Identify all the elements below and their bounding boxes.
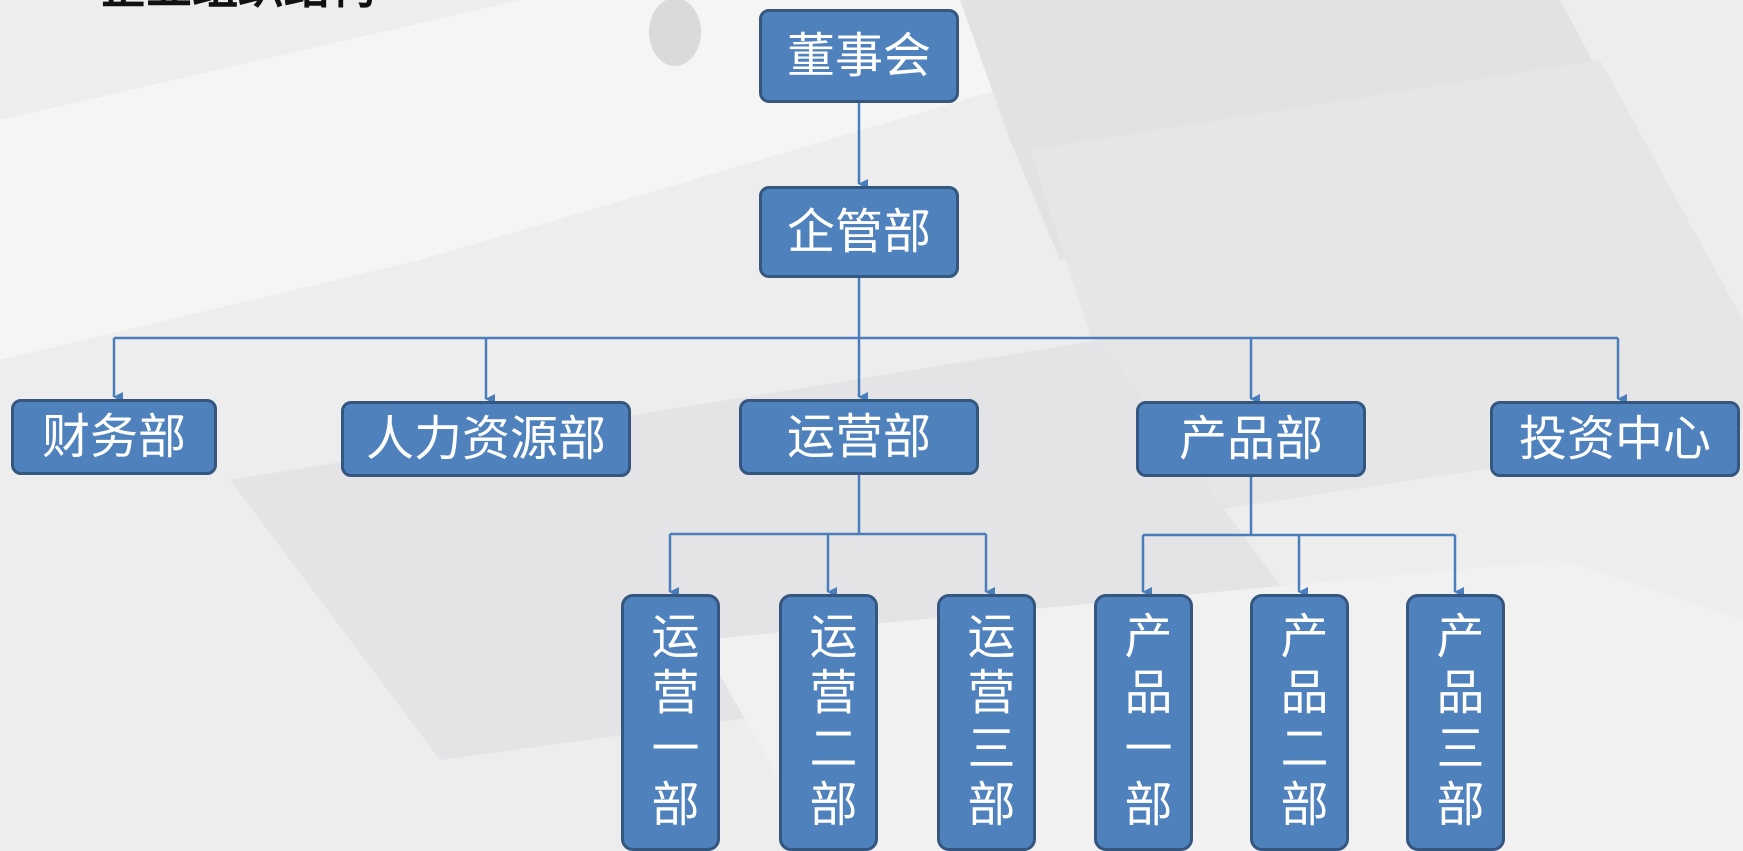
node-prod3: 产品三部 [1406,594,1505,851]
node-product: 产品部 [1136,401,1366,477]
node-board: 董事会 [759,9,959,103]
node-ops1: 运营一部 [621,594,720,851]
node-operations: 运营部 [739,399,979,475]
node-prod1: 产品一部 [1094,594,1193,851]
node-finance: 财务部 [11,399,217,475]
node-ops2: 运营二部 [779,594,878,851]
node-hr: 人力资源部 [341,401,631,477]
node-prod2: 产品二部 [1250,594,1349,851]
node-investment: 投资中心 [1490,401,1740,477]
node-ops3: 运营三部 [937,594,1036,851]
node-management: 企管部 [759,186,959,278]
page-title: 企业组织结构 [100,0,376,12]
